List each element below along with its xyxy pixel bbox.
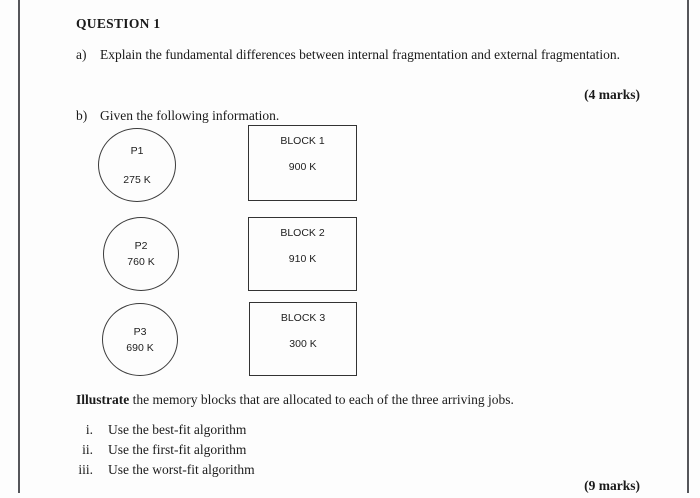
block-name: BLOCK 2: [280, 227, 325, 239]
process-name: P2: [134, 240, 148, 252]
block-size: 900 K: [288, 161, 317, 173]
part-a-marks: (4 marks): [584, 87, 640, 102]
memory-block-3: BLOCK 3 300 K: [249, 302, 357, 376]
memory-block-1: BLOCK 1 900 K: [248, 125, 357, 201]
instruction-bold: Illustrate: [76, 392, 130, 407]
process-size: 760 K: [127, 256, 155, 268]
block-name: BLOCK 1: [280, 135, 325, 147]
part-a-label: a): [76, 47, 87, 62]
process-size: 690 K: [126, 341, 154, 354]
instruction-rest: the memory blocks that are allocated to …: [129, 392, 514, 407]
list-text: Use the worst-fit algorithm: [108, 462, 255, 477]
list-item-worst-fit: iii. Use the worst-fit algorithm: [60, 462, 255, 477]
list-text: Use the best-fit algorithm: [108, 422, 247, 437]
process-circle-p2: P2 760 K: [103, 217, 179, 291]
part-b-text: Given the following information.: [100, 108, 280, 123]
block-size: 910 K: [288, 253, 317, 265]
list-item-best-fit: i. Use the best-fit algorithm: [60, 422, 246, 437]
list-numeral: ii.: [82, 442, 93, 457]
process-size: 275 K: [123, 173, 151, 186]
instruction-text: Illustrate the memory blocks that are al…: [76, 392, 636, 407]
memory-block-2: BLOCK 2 910 K: [248, 217, 357, 291]
list-numeral: iii.: [78, 462, 93, 477]
part-b-marks: (9 marks): [584, 478, 640, 493]
list-numeral: i.: [85, 422, 93, 437]
process-name: P1: [130, 144, 144, 157]
list-item-first-fit: ii. Use the first-fit algorithm: [60, 442, 246, 457]
page-border-left: [18, 0, 20, 493]
part-b: b) Given the following information.: [76, 105, 634, 126]
process-circle-p3: P3 690 K: [102, 303, 178, 376]
part-a: a) Explain the fundamental differences b…: [76, 44, 634, 65]
part-a-text: Explain the fundamental differences betw…: [100, 47, 621, 62]
block-name: BLOCK 3: [280, 312, 326, 324]
block-size: 300 K: [289, 338, 317, 350]
process-circle-p1: P1 275 K: [98, 128, 176, 202]
part-b-label: b): [76, 108, 88, 123]
question-title: QUESTION 1: [76, 16, 161, 31]
list-text: Use the first-fit algorithm: [108, 442, 247, 457]
process-name: P3: [133, 325, 147, 338]
page-border-right: [687, 0, 689, 493]
